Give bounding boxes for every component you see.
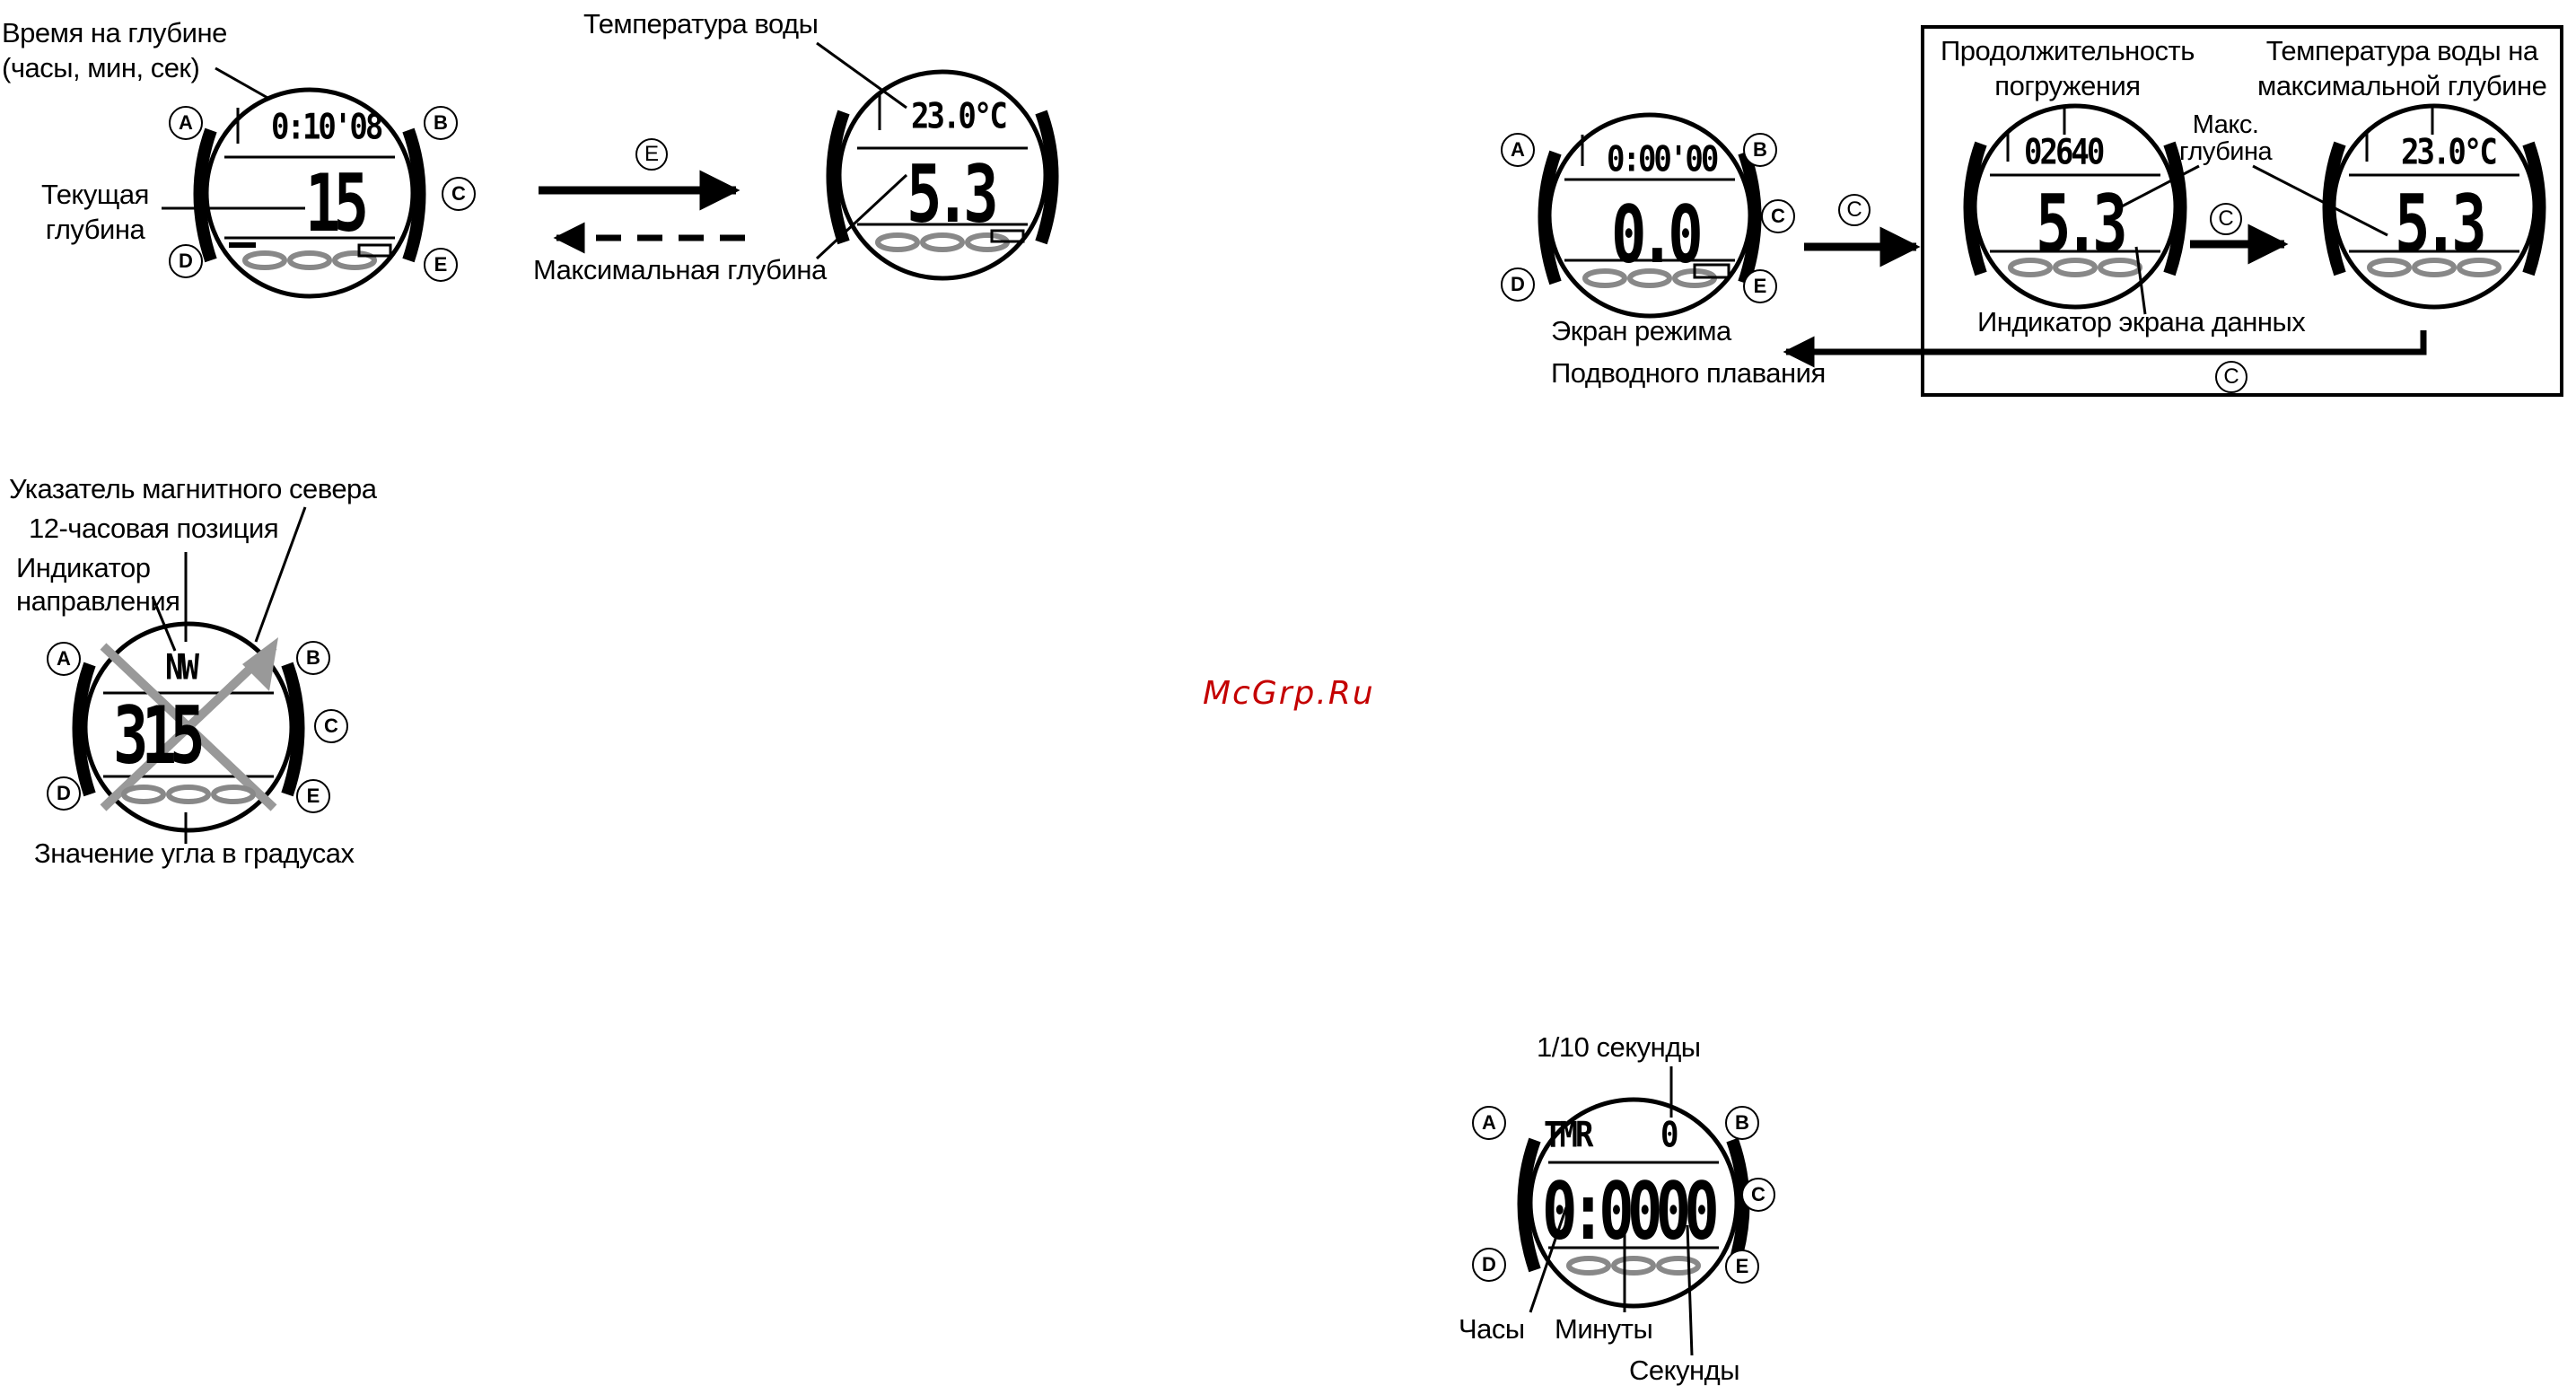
lcd-compass-direction: NW [165,647,199,688]
arrow-key-c-2: C [2210,203,2242,235]
button-e-mode[interactable]: E [1743,269,1777,303]
lcd-log-depth: 5.3 [2036,178,2128,270]
lcd-log-duration: 02640 [2024,132,2105,173]
arrow-key-c-3: C [2215,361,2247,393]
button-d-timer[interactable]: D [1472,1248,1506,1282]
watch-face-log-temp [2322,103,2546,310]
watch-face-dive [193,87,426,299]
arrow-key-c-1: C [1838,194,1871,226]
button-b[interactable]: B [424,106,458,140]
lcd-current-depth: 15 [305,157,369,250]
lcd-timer-value: 0:0000 [1542,1165,1720,1258]
label-hours: Часы [1459,1313,1525,1345]
label-minutes: Минуты [1555,1313,1653,1345]
button-b-compass[interactable]: B [296,641,330,675]
button-e-compass[interactable]: E [296,779,330,813]
leader-lines-compass [151,506,307,844]
button-b-timer[interactable]: B [1725,1106,1759,1140]
button-d-compass[interactable]: D [47,776,81,811]
leader-lines-timer [1529,1066,1694,1356]
arrow-key-e: E [635,138,668,171]
watermark: McGrp.Ru [1203,675,1375,712]
label-magnetic-north: Указатель магнитного севера [9,473,377,504]
arrow-return [1783,330,2427,368]
watch-face-dive-mode [1538,112,1762,319]
button-d[interactable]: D [169,244,203,278]
lcd-water-temp: 23.0°C [911,96,1008,137]
lcd-dive-time: 0:10'08 [271,107,383,148]
lcd-mode-depth: 0.0 [1611,188,1704,281]
label-dive-mode-screen: Экран режима Подводного плавания [1551,315,1826,389]
button-c-mode[interactable]: C [1761,199,1795,233]
label-dive-duration: Продолжительность погружения [1941,35,2195,101]
label-data-indicator: Индикатор экрана данных [1977,306,2306,338]
lcd-timer-mode: TMR [1544,1115,1593,1156]
label-max-depth-short: Макс. глубина [2179,110,2273,167]
label-water-temp: Температура воды [583,8,819,39]
label-direction-indicator: Индикатор направления [16,552,180,618]
lcd-log-temp: 23.0°C [2401,132,2498,173]
button-a-timer[interactable]: A [1472,1106,1506,1140]
button-e-timer[interactable]: E [1725,1249,1759,1284]
label-angle-degrees: Значение угла в градусах [34,837,355,869]
button-e[interactable]: E [424,248,458,282]
button-a-compass[interactable]: A [47,642,81,676]
lcd-max-depth: 5.3 [907,148,999,241]
label-max-depth: Максимальная глубина [533,254,827,285]
leader-lines-dive [162,41,908,260]
label-12-oclock: 12-часовая позиция [29,513,279,544]
watch-face-max-depth [826,69,1059,281]
button-c-compass[interactable]: C [314,709,348,743]
button-d-mode[interactable]: D [1501,267,1535,302]
label-current-depth: Текущая глубина [41,179,149,245]
lcd-timer-tenth: 0 [1660,1115,1679,1156]
button-b-mode[interactable]: B [1743,133,1777,167]
lcd-log-max-depth: 5.3 [2395,178,2487,270]
log-screens-frame [1921,25,2563,397]
label-tenth-seconds: 1/10 секунды [1537,1031,1701,1063]
button-a[interactable]: A [169,106,203,140]
lcd-mode-time: 0:00'00 [1607,139,1719,180]
leader-lines-log [2063,106,2434,315]
watch-face-log-duration [1963,103,2187,310]
button-c[interactable]: C [442,177,476,211]
lcd-compass-angle: 315 [113,689,206,782]
label-temp-at-max: Температура воды на максимальной глубине [2257,35,2547,101]
label-seconds: Секунды [1629,1355,1740,1386]
label-time-at-depth: Время на глубине (часы, мин, сек) [2,17,227,83]
button-a-mode[interactable]: A [1501,133,1535,167]
button-c-timer[interactable]: C [1741,1178,1775,1212]
watch-face-compass [72,621,305,833]
